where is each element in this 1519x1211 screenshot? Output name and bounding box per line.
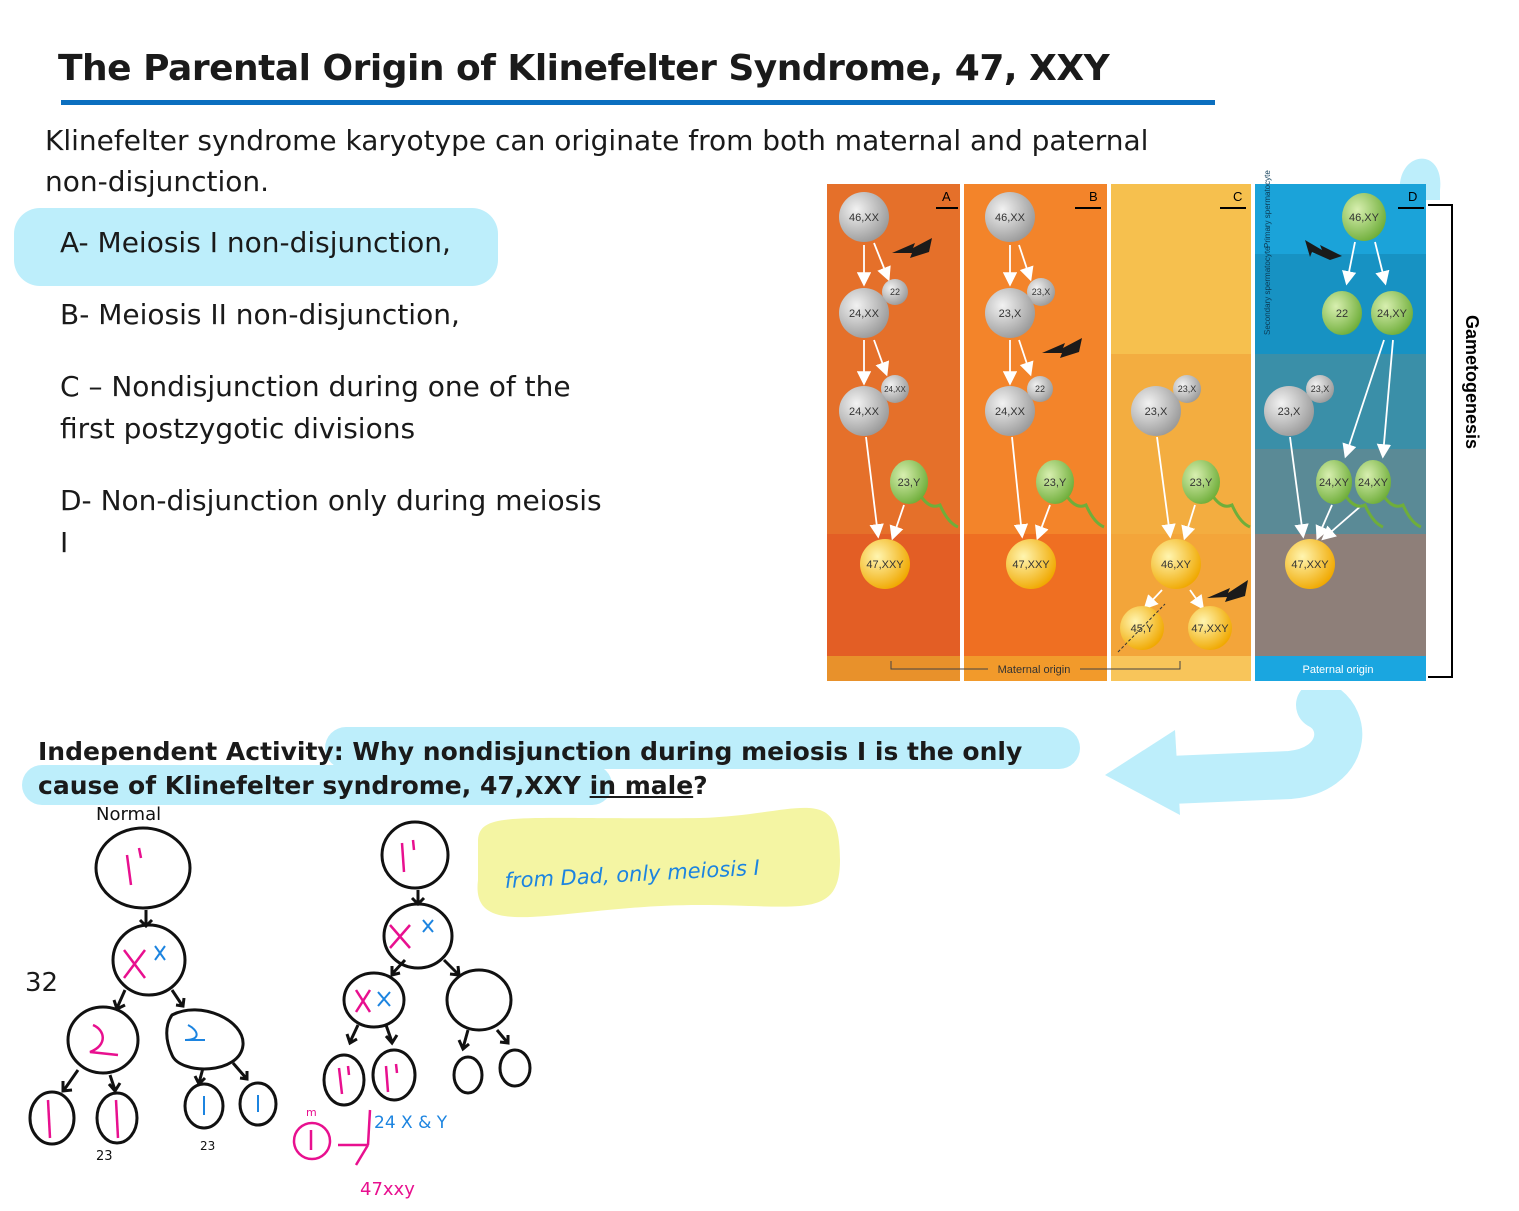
cell-c1: 23,X: [1178, 384, 1197, 394]
maternal-origin-label: Maternal origin: [998, 664, 1071, 676]
panel-label-d: D: [1408, 189, 1417, 204]
panel-a: [827, 184, 960, 681]
cyan-arrow: [1146, 690, 1363, 804]
option-d-text-line1: D- Non-disjunction only during meiosis: [60, 484, 602, 517]
gametogenesis-figure: A B C D Primary spermatocyte Secondary s…: [827, 158, 1482, 681]
note-23-left: 23: [96, 1149, 113, 1164]
handwritten-notes: from Dad, only meiosis I Normal 23 23: [28, 690, 1363, 1200]
cell-a1: 46,XX: [849, 212, 880, 224]
panel-c: [1111, 184, 1251, 681]
activity-label: Independent Activity:: [38, 737, 344, 766]
cell-a3: 24,XX: [849, 308, 880, 320]
cell-d3: 24,XY: [1377, 308, 1408, 320]
tree-right: [322, 820, 532, 1107]
note-23-right: 23: [200, 1139, 215, 1153]
activity-question-text: Why nondisjunction during meiosis I is t…: [38, 737, 1023, 800]
nondisjunction-bolts: [892, 238, 1342, 602]
highlight-question-line1: [325, 727, 1080, 769]
gametogenesis-label: Gametogenesis: [1462, 315, 1482, 449]
panel-label-a: A: [942, 189, 951, 204]
cell-b5: 24,XX: [995, 406, 1026, 418]
cell-b1: 46,XX: [995, 212, 1026, 224]
highlight-option-a: [14, 208, 498, 286]
activity-question: Independent Activity: Why nondisjunction…: [38, 735, 1098, 803]
page-number: 32: [25, 968, 59, 998]
cell-d1: 46,XY: [1349, 212, 1380, 224]
tree-left: [28, 826, 278, 1146]
cell-d6: 24,XY: [1319, 477, 1350, 489]
stage-label-secondary: Secondary spermatocyte: [1263, 246, 1272, 335]
cell-c5: 45,Y: [1131, 623, 1154, 635]
cell-a2: 22: [890, 287, 900, 297]
option-d: D- Non-disjunction only during meiosis I: [60, 480, 602, 564]
option-b: B- Meiosis II non-disjunction,: [60, 294, 460, 336]
arrows: [856, 241, 1394, 610]
panel-label-c: C: [1233, 189, 1242, 204]
cell-b6: 23,Y: [1044, 477, 1067, 489]
cell-b3: 23,X: [999, 308, 1022, 320]
cell-d5: 23,X: [1278, 406, 1301, 418]
panel-b: [964, 184, 1107, 681]
cell-d7: 24,XY: [1358, 477, 1389, 489]
note-m: m: [306, 1106, 317, 1119]
cell-d4: 23,X: [1311, 384, 1330, 394]
activity-emphasis: in male: [589, 771, 694, 800]
option-c: C – Nondisjunction during one of the fir…: [60, 366, 571, 450]
page-title: The Parental Origin of Klinefelter Syndr…: [58, 48, 1110, 89]
stage-label-primary: Primary spermatocyte: [1263, 170, 1272, 248]
cell-c3: 23,Y: [1190, 477, 1213, 489]
cell-a4: 24,XX: [884, 385, 906, 394]
option-c-text-line2: first postzygotic divisions: [60, 412, 416, 445]
yellow-highlight: [477, 807, 840, 918]
highlight-question-line2: [22, 765, 612, 805]
intro-text: Klinefelter syndrome karyotype can origi…: [45, 124, 1149, 198]
title-divider: [61, 100, 1215, 105]
cell-a7: 47,XXY: [866, 559, 904, 571]
cell-d8: 47,XXY: [1291, 559, 1329, 571]
cell-d2: 22: [1336, 308, 1348, 320]
option-b-text: B- Meiosis II non-disjunction,: [60, 298, 460, 331]
cell-c6: 47,XXY: [1191, 623, 1229, 635]
note-24xy: 24 X & Y: [374, 1113, 448, 1133]
cell-c4: 46,XY: [1161, 559, 1192, 571]
panel-label-b: B: [1089, 189, 1098, 204]
option-d-text-line2: I: [60, 526, 69, 559]
cell-b7: 47,XXY: [1012, 559, 1050, 571]
option-a-text: A- Meiosis I non-disjunction,: [60, 226, 451, 259]
cell-b2: 23,X: [1032, 287, 1051, 297]
note-normal: Normal: [96, 804, 161, 825]
note-47xxy: 47xxy: [360, 1179, 415, 1200]
cell-c2: 23,X: [1145, 406, 1168, 418]
paternal-origin-label: Paternal origin: [1303, 664, 1374, 676]
cell-a6: 23,Y: [898, 477, 921, 489]
cell-b4: 22: [1035, 384, 1045, 394]
option-a: A- Meiosis I non-disjunction,: [60, 222, 451, 264]
option-c-text-line1: C – Nondisjunction during one of the: [60, 370, 571, 403]
activity-end: ?: [693, 771, 708, 800]
cell-a5: 24,XX: [849, 406, 880, 418]
